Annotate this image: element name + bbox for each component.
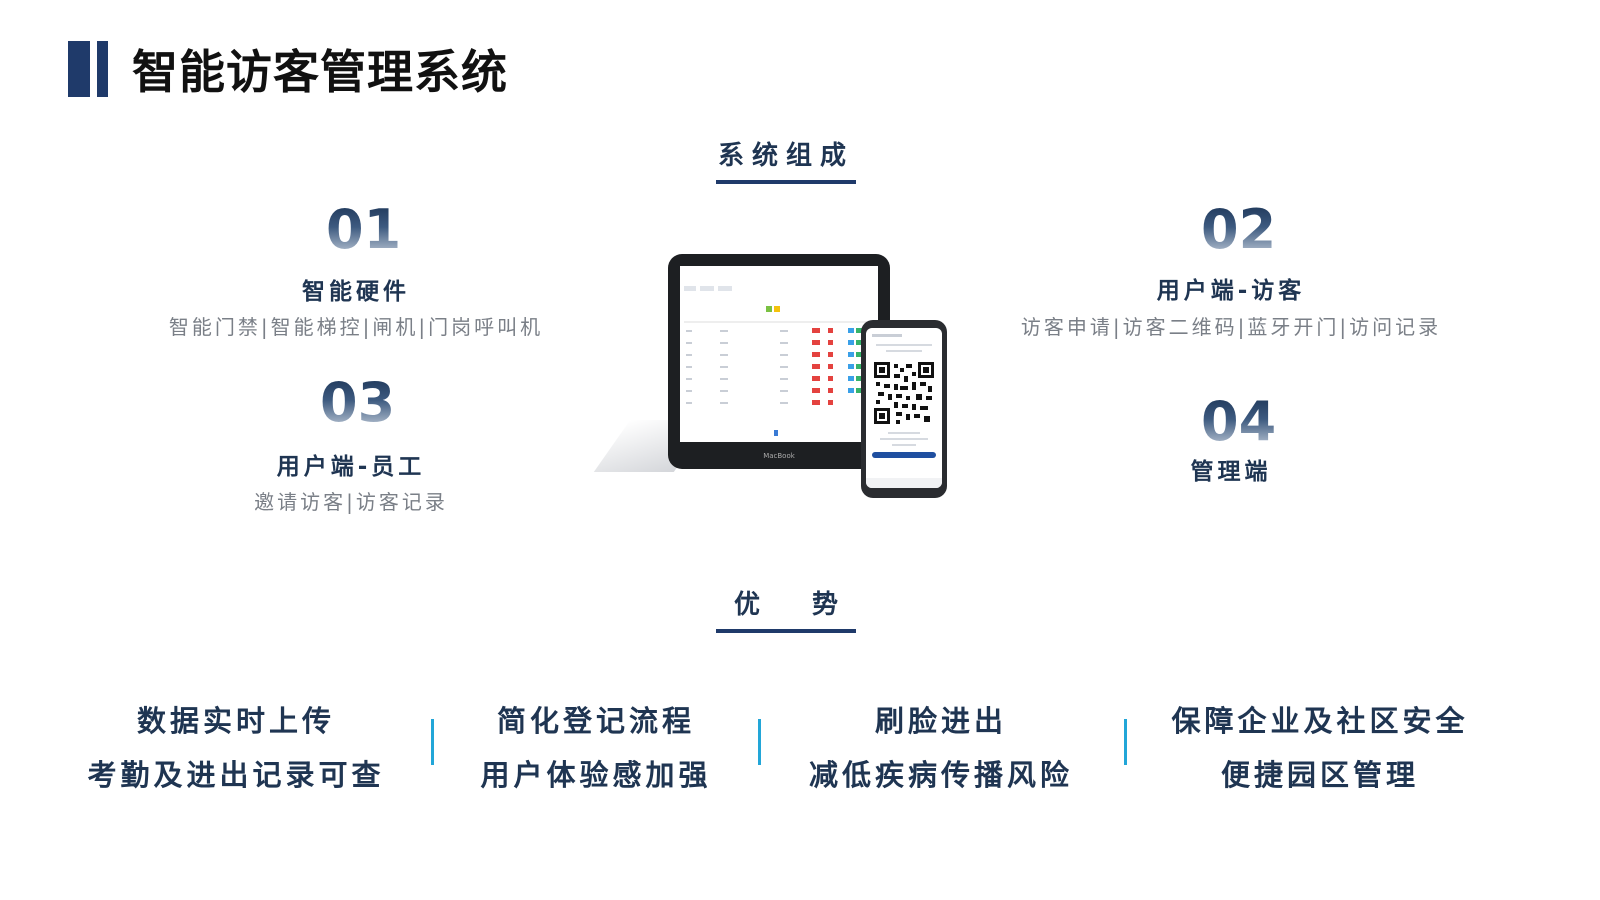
advantage-separator xyxy=(1124,719,1127,765)
qr-code-icon xyxy=(866,334,942,488)
item-number: 02 xyxy=(1201,198,1277,261)
section-underline xyxy=(716,180,856,184)
title-accent-bar-thin xyxy=(97,41,108,97)
item-title: 用户端-员工 xyxy=(276,454,426,480)
item-description: 智能门禁|智能梯控|闸机|门岗呼叫机 xyxy=(168,315,544,339)
section-underline xyxy=(716,629,856,633)
advantage-separator xyxy=(431,719,434,765)
item-title: 用户端-访客 xyxy=(1156,278,1306,304)
item-title: 管理端 xyxy=(1190,459,1272,485)
advantage-line: 简化登记流程 xyxy=(496,704,695,738)
laptop-screen xyxy=(680,266,878,442)
item-description: 访客申请|访客二维码|蓝牙开门|访问记录 xyxy=(1020,315,1442,339)
advantage-item: 保障企业及社区安全 便捷园区管理 xyxy=(1150,694,1490,802)
management-table-illustration xyxy=(684,286,874,436)
advantage-line: 保障企业及社区安全 xyxy=(1171,704,1469,738)
item-title: 智能硬件 xyxy=(302,279,410,305)
item-number: 01 xyxy=(326,198,402,261)
item-number: 04 xyxy=(1201,390,1277,453)
advantage-line: 数据实时上传 xyxy=(136,704,335,738)
advantage-line: 考勤及进出记录可查 xyxy=(87,758,385,792)
advantage-item: 刷脸进出 减低疾病传播风险 xyxy=(786,694,1096,802)
page-title: 智能访客管理系统 xyxy=(132,45,508,99)
advantage-line: 便捷园区管理 xyxy=(1220,758,1419,792)
advantage-separator xyxy=(758,719,761,765)
phone-screen xyxy=(866,328,942,488)
advantage-item: 简化登记流程 用户体验感加强 xyxy=(456,694,736,802)
advantage-line: 用户体验感加强 xyxy=(480,758,712,792)
advantage-line: 减低疾病传播风险 xyxy=(808,758,1073,792)
advantage-item: 数据实时上传 考勤及进出记录可查 xyxy=(66,694,406,802)
advantage-line: 刷脸进出 xyxy=(874,704,1007,738)
title-accent-bar xyxy=(68,41,90,97)
item-description: 邀请访客|访客记录 xyxy=(254,490,448,514)
section-heading-composition: 系统组成 xyxy=(717,141,854,171)
section-heading-advantages: 优 势 xyxy=(733,590,838,620)
item-number: 03 xyxy=(320,371,396,434)
laptop-brand: MacBook xyxy=(763,452,795,460)
